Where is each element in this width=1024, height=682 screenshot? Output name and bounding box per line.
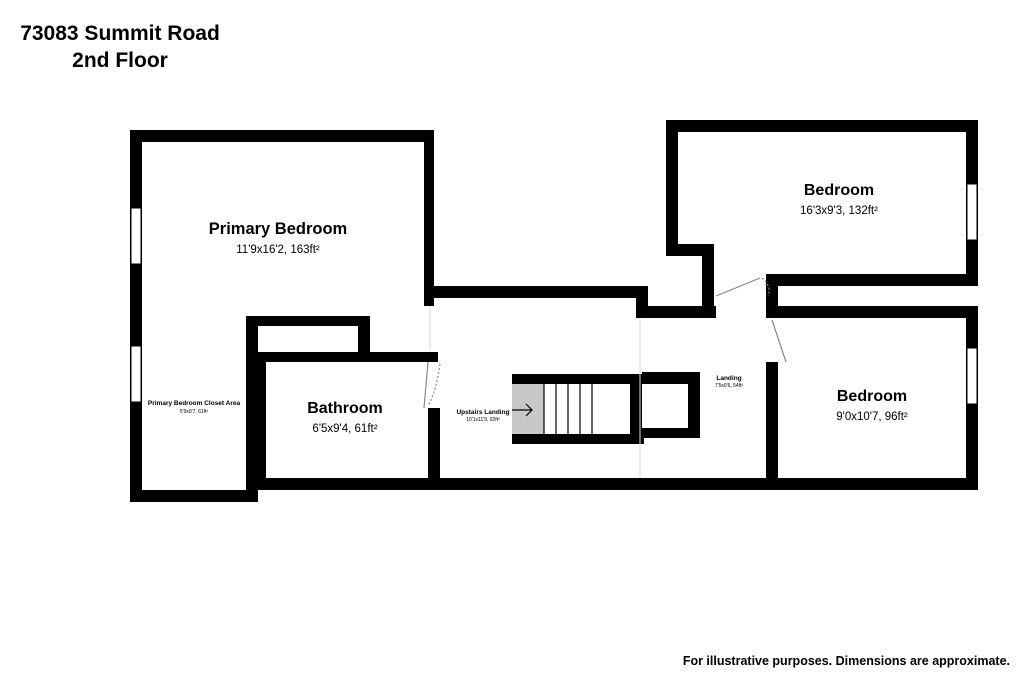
window-bedroom-bottom [966, 347, 978, 405]
stair-arrow-icon [512, 403, 533, 417]
upstairs-landing-dims: 10'1x11'9, 92ft² [466, 417, 500, 423]
landing-dims: 7'5x9'6, 54ft² [715, 383, 744, 389]
stairs [512, 384, 630, 434]
landing-name: Landing [716, 375, 741, 382]
primary-bedroom-dims: 11'9x16'2, 163ft² [236, 244, 320, 256]
bathroom-name: Bathroom [307, 400, 383, 417]
bathroom-dims: 6'5x9'4, 61ft² [312, 423, 377, 435]
address-label: 73083 Summit Road [20, 22, 220, 45]
window-primary-lower [130, 345, 142, 403]
walls [130, 120, 978, 502]
bedroom-top-name: Bedroom [804, 182, 874, 199]
window-primary-upper [130, 207, 142, 265]
bedroom-bottom-name: Bedroom [837, 388, 907, 405]
closet-dims: 5'9x9'7, 61ft² [180, 409, 209, 415]
window-bedroom-top [966, 183, 978, 241]
closet-name: Primary Bedroom Closet Area [148, 400, 241, 407]
floor-label: 2nd Floor [72, 49, 168, 72]
plan-title: 73083 Summit Road 2nd Floor [0, 20, 240, 74]
bedroom-top-dims: 16'3x9'3, 132ft² [800, 205, 878, 217]
upstairs-landing-name: Upstairs Landing [456, 409, 509, 416]
room-labels: Primary Bedroom 11'9x16'2, 163ft² Primar… [148, 182, 908, 435]
separation-lines [429, 306, 641, 478]
primary-bedroom-name: Primary Bedroom [209, 220, 347, 238]
door-swings [423, 277, 787, 409]
windows [130, 183, 978, 405]
bedroom-bottom-dims: 9'0x10'7, 96ft² [836, 411, 908, 423]
disclaimer-text: For illustrative purposes. Dimensions ar… [682, 654, 1010, 668]
